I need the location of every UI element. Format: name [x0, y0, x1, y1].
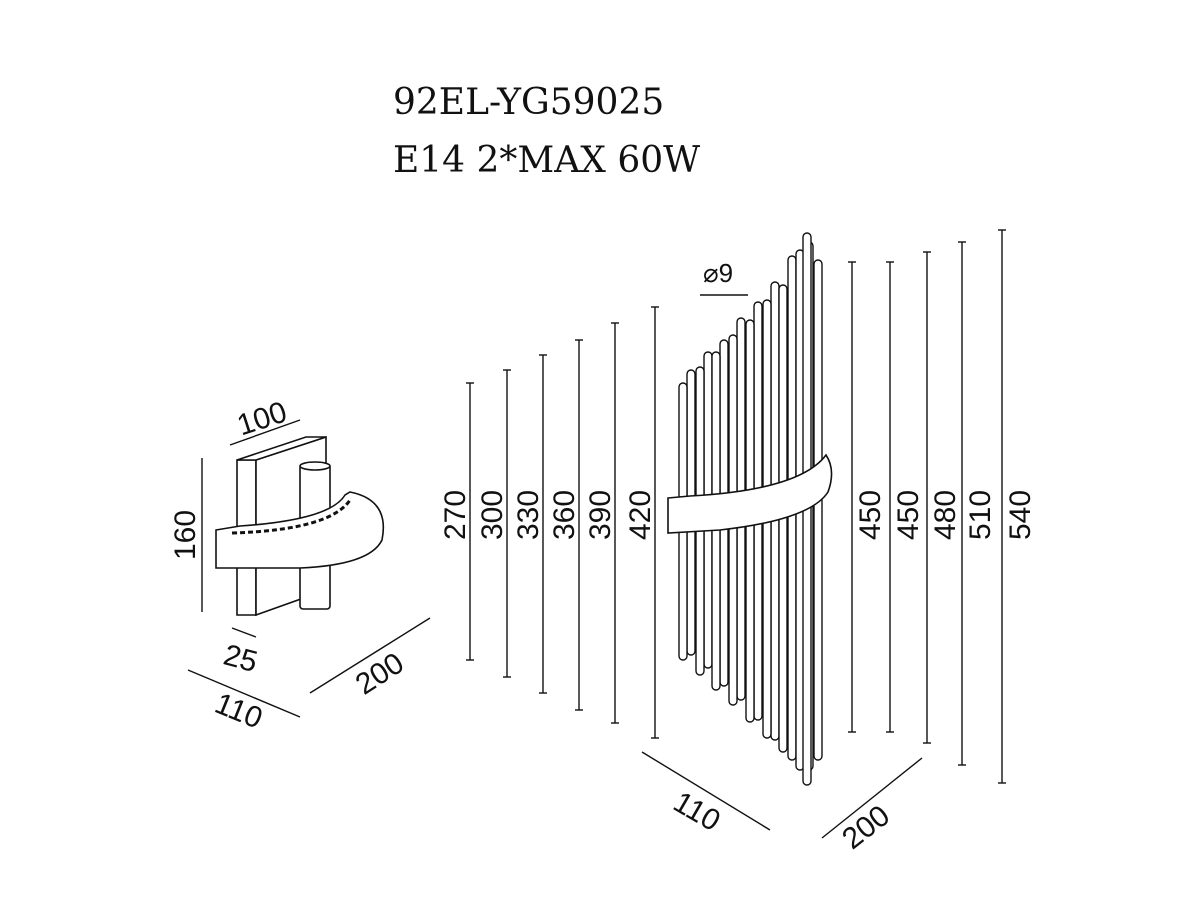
dim-line-110 [187, 669, 301, 718]
right-height-label: 540 [1004, 490, 1037, 540]
left-height-label: 360 [548, 490, 581, 540]
lamp-curved-band [667, 453, 833, 534]
right-height-label: 450 [892, 490, 925, 540]
dim-line-100 [229, 419, 301, 446]
curved-band [215, 491, 384, 569]
dim-label-200: 200 [350, 647, 410, 702]
height-dimensions [466, 229, 1006, 784]
bracket-dimensions [187, 419, 431, 718]
left-height-label: 300 [476, 490, 509, 540]
socket-cylinder-top [299, 461, 331, 471]
lamp-dim-line-110 [641, 751, 771, 831]
dim-line-200 [309, 617, 431, 694]
dim-label-25: 25 [220, 639, 261, 680]
dim-label-160: 160 [169, 510, 202, 560]
wall-plate-top [236, 436, 327, 461]
right-height-label: 510 [964, 490, 997, 540]
right-height-label: 450 [854, 490, 887, 540]
lamp-dim-line-200 [821, 757, 923, 839]
model-number: 92EL-YG59025 [393, 82, 665, 123]
left-height-label: 330 [512, 490, 545, 540]
bulb-spec: E14 2*MAX 60W [393, 140, 701, 181]
dim-label-110: 110 [210, 687, 267, 736]
glass-rod [813, 259, 823, 761]
dim-label-diameter: ⌀9 [703, 258, 733, 288]
lamp-dim-label-200: 200 [836, 799, 896, 856]
dim-line-25 [231, 627, 257, 638]
bracket-view [215, 435, 384, 617]
left-height-label: 420 [624, 490, 657, 540]
rod-holes [231, 499, 352, 535]
left-height-label: 270 [439, 490, 472, 540]
right-height-label: 480 [929, 490, 962, 540]
left-height-label: 390 [584, 490, 617, 540]
lamp-dim-label-110: 110 [668, 786, 726, 838]
dim-label-100: 100 [233, 396, 291, 443]
